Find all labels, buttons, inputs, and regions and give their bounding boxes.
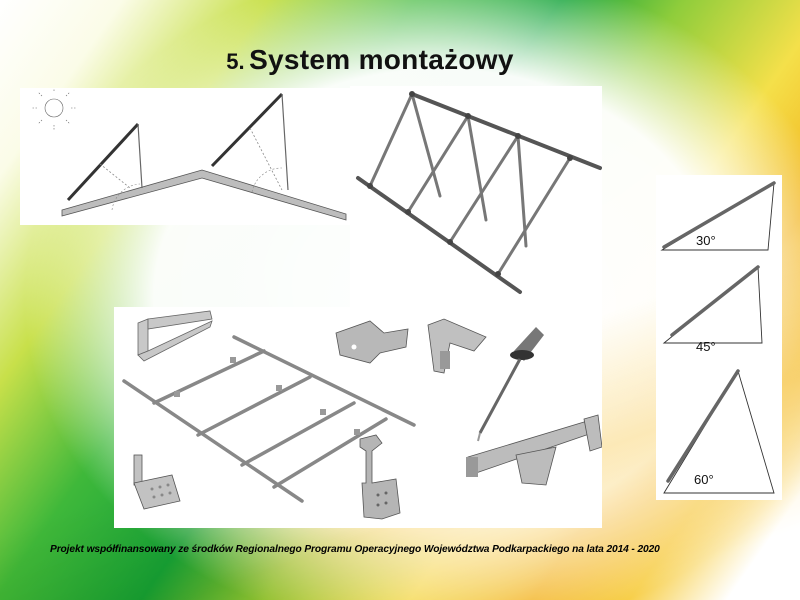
slide-title-text: System montażowy [249,44,514,75]
triangular-frame-image [350,86,602,310]
roof-schematic-drawing [32,88,347,221]
angle-frames-drawing [660,181,776,494]
angle-label-45: 45° [696,339,716,354]
roof-schematic-image [20,88,350,225]
slide-title: 5. System montażowy [0,44,740,76]
triangular-frame-drawing [356,91,602,294]
angle-label-60: 60° [694,472,714,487]
angle-label-30: 30° [696,233,716,248]
footer-funding-note: Projekt współfinansowany ze środków Regi… [50,544,660,555]
mounting-components-image [114,307,602,528]
mounting-components-drawing [122,310,602,520]
angle-frames-image: 30° 45° 60° [656,175,782,500]
slide-title-number: 5. [226,49,245,74]
